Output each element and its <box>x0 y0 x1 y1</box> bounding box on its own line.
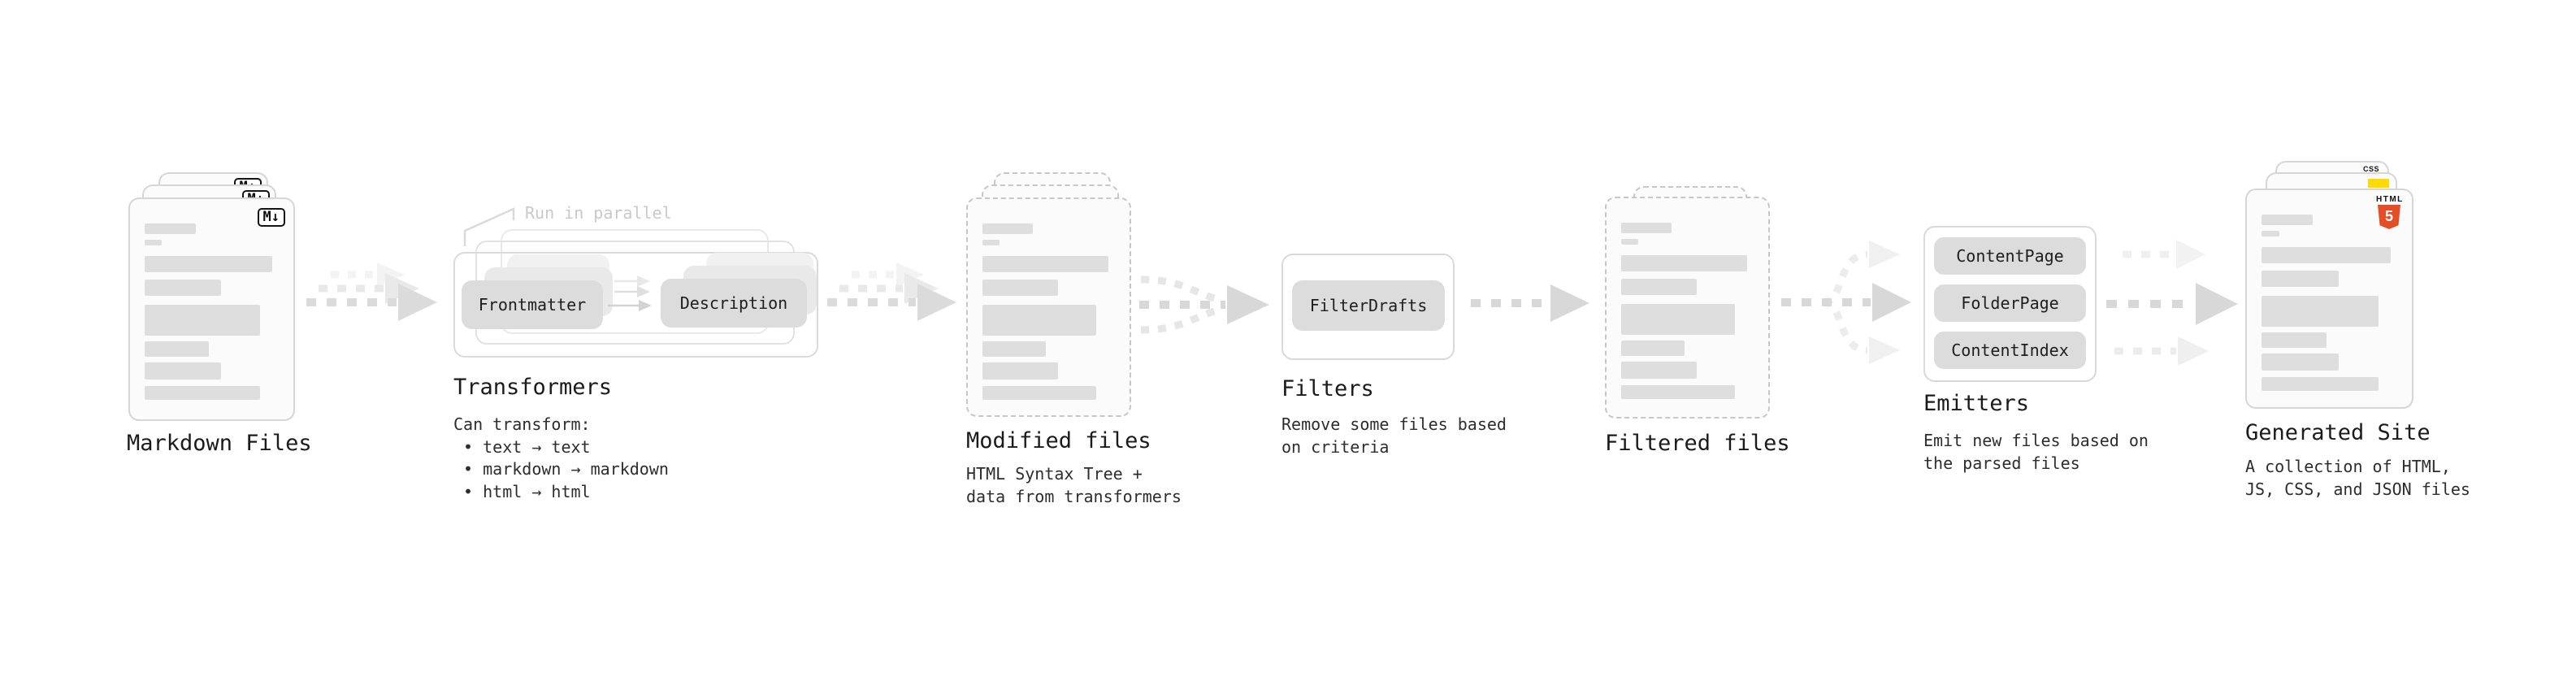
stage-label-modified-files: Modified files <box>966 428 1151 453</box>
skeleton-bar <box>145 240 163 245</box>
skeleton-bar <box>2262 332 2327 348</box>
arrow-merge-modified-to-filters <box>1139 275 1269 334</box>
stage-label-filtered-files: Filtered files <box>1605 431 1790 456</box>
modified-files-description: HTML Syntax Tree + data from transformer… <box>966 464 1182 506</box>
file-content-skeleton <box>982 223 1115 400</box>
node-description: Description <box>661 279 807 327</box>
skeleton-bar <box>2262 247 2391 263</box>
emitters-description: Emit new files based on the parsed files <box>1923 431 2149 473</box>
skeleton-bar <box>145 256 272 272</box>
skeleton-bar <box>982 223 1033 234</box>
generated-file-card-front: HTML 5 <box>2245 189 2413 409</box>
node-frontmatter: Frontmatter <box>462 280 603 329</box>
filters-box <box>1281 254 1455 360</box>
skeleton-bar <box>1621 362 1697 379</box>
html5-icon: HTML 5 <box>2376 195 2402 229</box>
skeleton-bar <box>1621 255 1747 271</box>
skeleton-bar <box>982 341 1047 357</box>
transformers-box-front <box>453 252 818 358</box>
markdown-icon: M↓ <box>257 208 285 227</box>
filters-description: Remove some files based on criteria <box>1281 414 1507 457</box>
file-content-skeleton <box>145 223 279 400</box>
skeleton-bar <box>2262 354 2340 371</box>
skeleton-bar <box>1621 223 1672 233</box>
node-contentindex: ContentIndex <box>1934 332 2086 369</box>
file-content-skeleton <box>1621 223 1754 399</box>
skeleton-bar <box>982 305 1097 336</box>
skeleton-bar <box>1621 279 1697 295</box>
stage-label-transformers: Transformers <box>453 375 613 400</box>
skeleton-bar <box>1621 239 1639 245</box>
arrow-filters-to-filtered <box>1471 284 1589 322</box>
arrow-transformers-to-modified <box>827 262 956 321</box>
skeleton-bar <box>145 362 222 380</box>
skeleton-bar <box>145 386 260 400</box>
arrow-markdown-to-transformers <box>306 262 437 321</box>
skeleton-bar <box>145 305 260 336</box>
stage-label-emitters: Emitters <box>1923 391 2030 416</box>
skeleton-bar <box>2262 215 2314 225</box>
js-icon <box>2368 179 2389 188</box>
skeleton-bar <box>982 280 1058 296</box>
modified-file-card-front <box>966 197 1131 417</box>
file-content-skeleton <box>2262 215 2397 391</box>
skeleton-bar <box>2262 231 2279 236</box>
markdown-file-card-front: M↓ <box>128 197 295 421</box>
node-folderpage: FolderPage <box>1934 284 2086 322</box>
stage-label-generated-site: Generated Site <box>2245 420 2431 445</box>
skeleton-bar <box>145 341 210 357</box>
stage-label-filters: Filters <box>1281 376 1374 401</box>
node-contentpage: ContentPage <box>1934 237 2086 275</box>
skeleton-bar <box>145 223 196 234</box>
run-in-parallel-annotation: Run in parallel <box>525 203 672 223</box>
emitters-box <box>1923 226 2097 382</box>
generated-site-description: A collection of HTML, JS, CSS, and JSON … <box>2245 457 2470 499</box>
transformers-description: Can transform: • text → text • markdown … <box>453 414 669 501</box>
skeleton-bar <box>982 386 1097 400</box>
skeleton-bar <box>982 362 1058 380</box>
skeleton-bar <box>2262 377 2379 391</box>
node-filterdrafts: FilterDrafts <box>1292 280 1445 331</box>
stage-label-markdown-files: Markdown Files <box>127 431 312 456</box>
skeleton-bar <box>982 256 1108 272</box>
skeleton-bar <box>2262 271 2340 287</box>
arrow-split-filtered-to-emitters <box>1781 241 1911 364</box>
skeleton-bar <box>1621 340 1685 356</box>
skeleton-bar <box>1621 385 1736 399</box>
skeleton-bar <box>982 240 1000 245</box>
skeleton-bar <box>145 280 222 296</box>
arrow-emitters-to-generated <box>2106 240 2238 366</box>
skeleton-bar <box>1621 304 1736 335</box>
filtered-file-card-front <box>1605 197 1770 419</box>
skeleton-bar <box>2262 296 2379 327</box>
